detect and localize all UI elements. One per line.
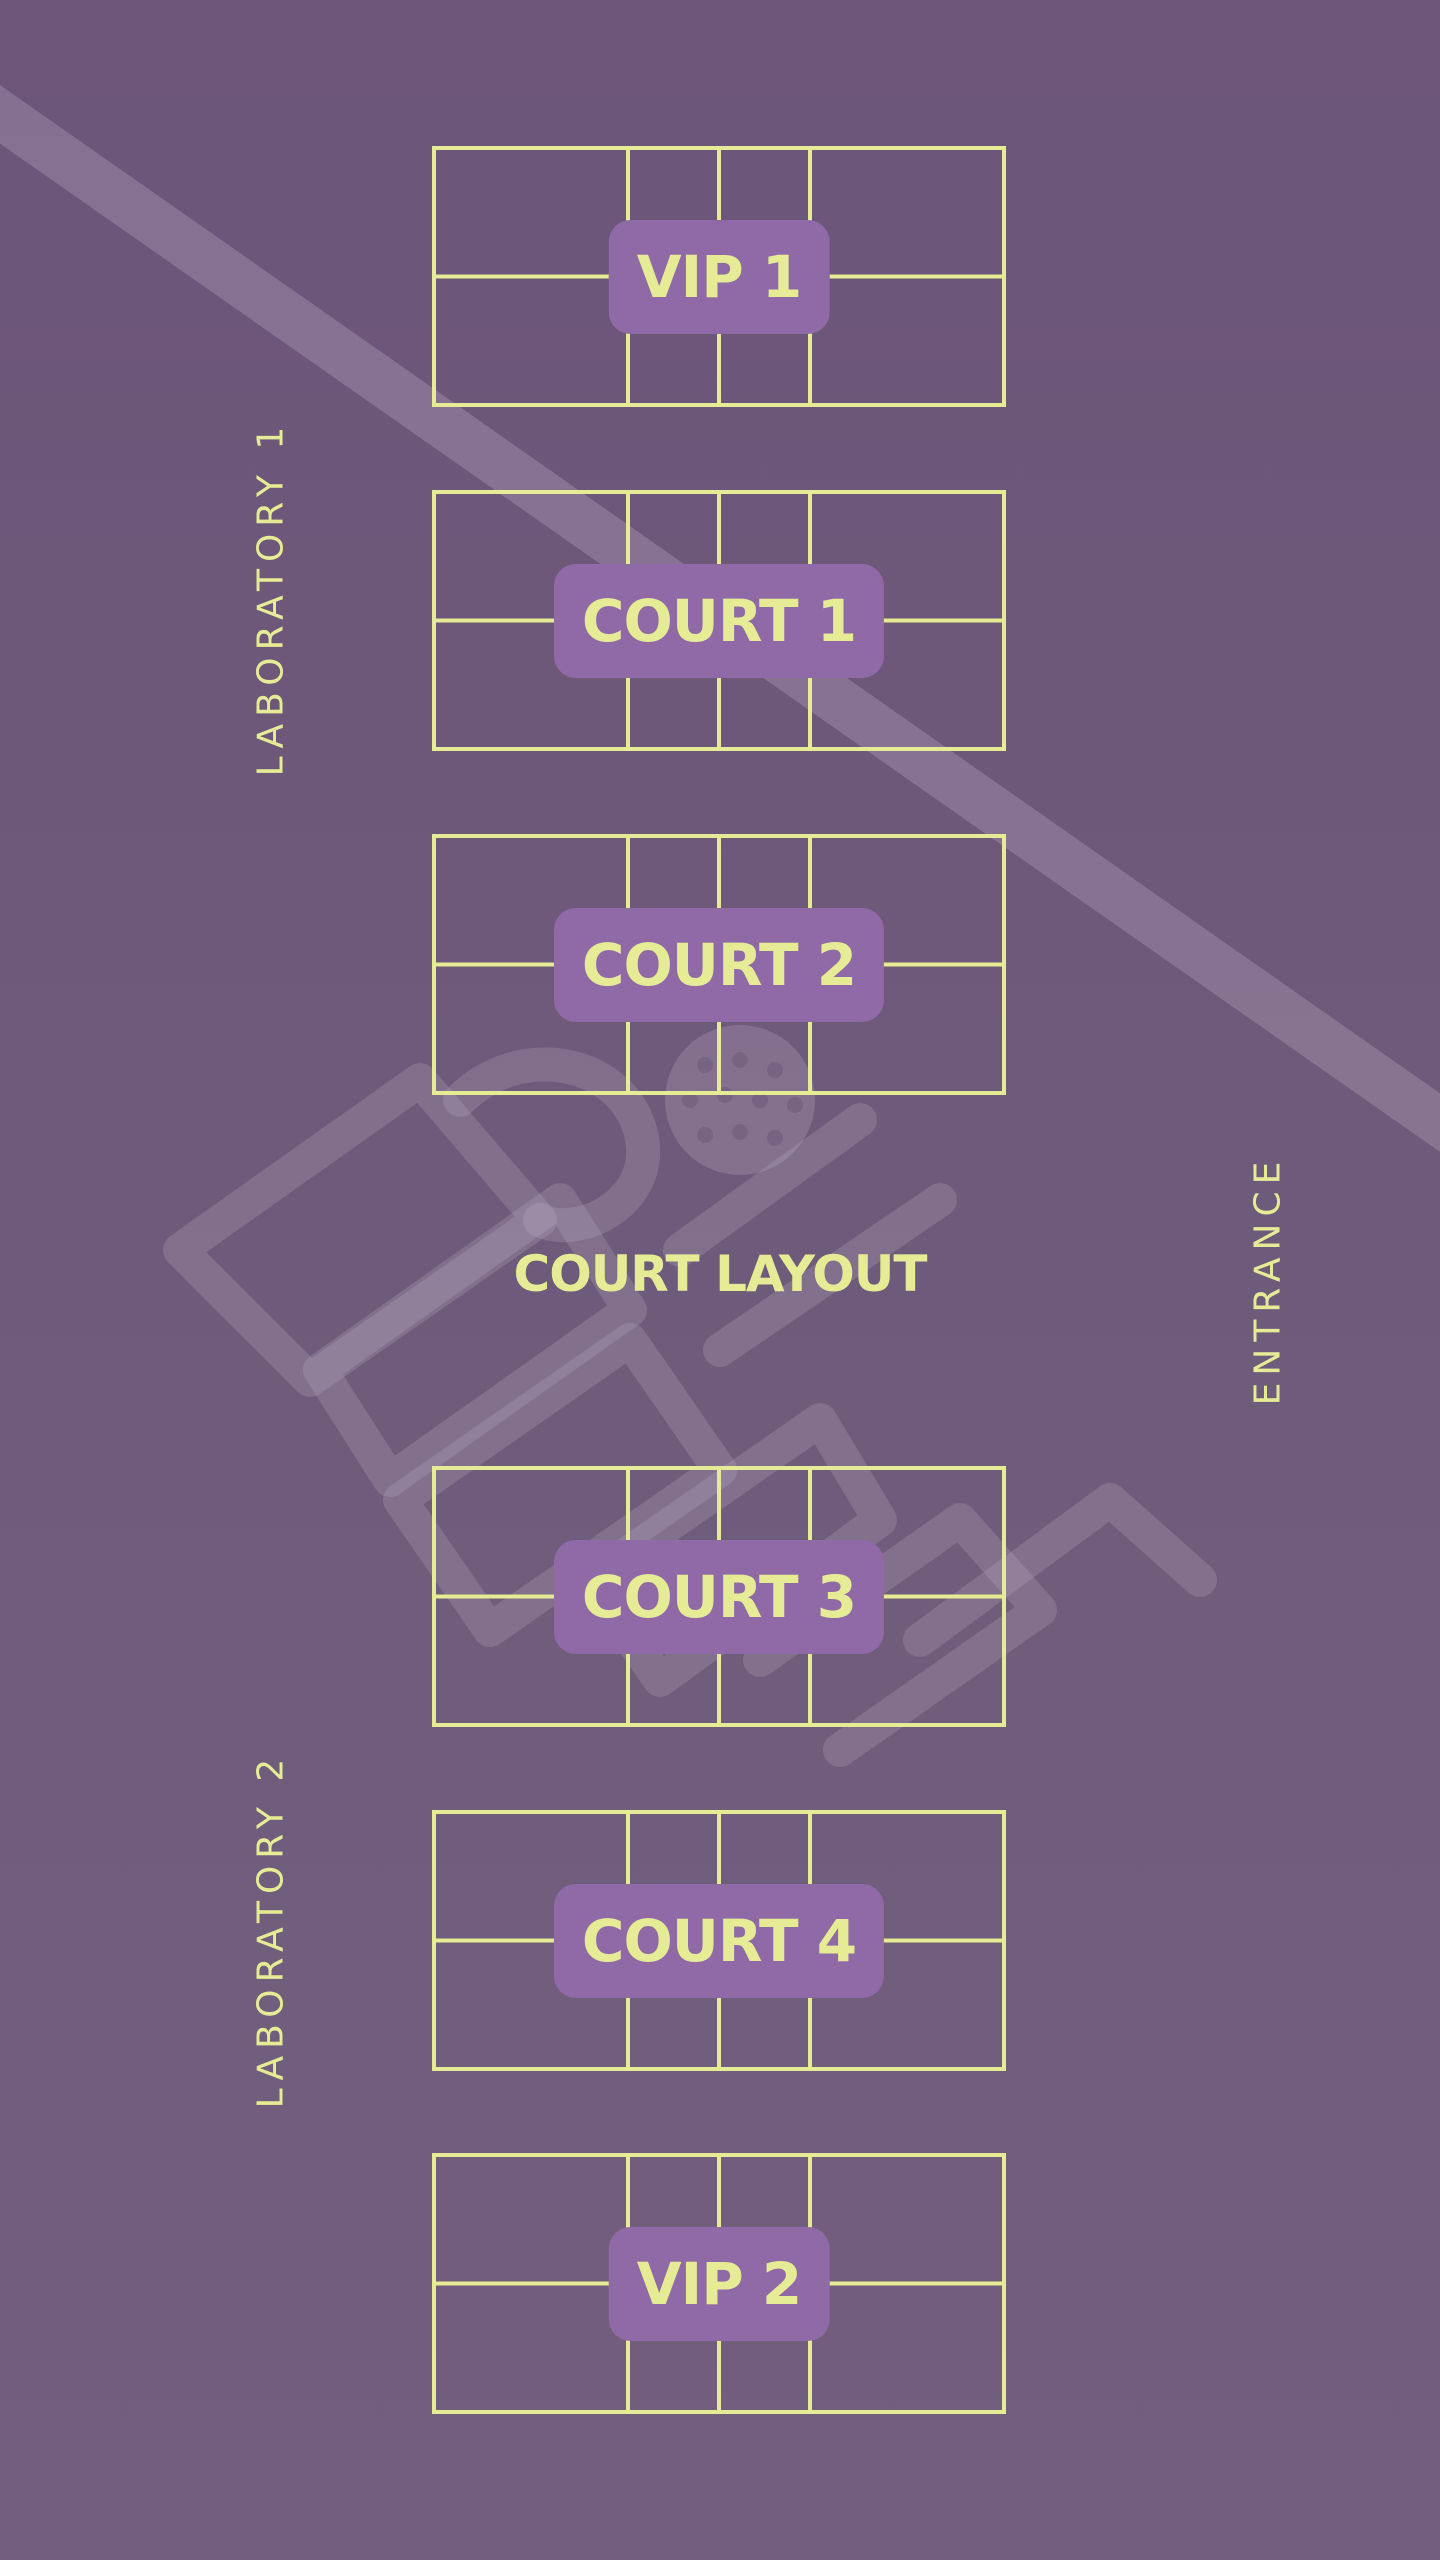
court-3: COURT 3 <box>432 1466 1006 1727</box>
laboratory-2-label: LABORATORY 2 <box>250 1751 292 2109</box>
court-1: COURT 1 <box>432 490 1006 751</box>
court-2: COURT 2 <box>432 834 1006 1095</box>
court-label: COURT 3 <box>553 1539 885 1654</box>
court-vip-2: VIP 2 <box>432 2153 1006 2414</box>
page-title: COURT LAYOUT <box>513 1245 928 1303</box>
entrance-label: ENTRANCE <box>1247 1154 1289 1406</box>
court-label: VIP 1 <box>608 219 830 334</box>
court-label: COURT 4 <box>553 1883 885 1998</box>
court-label: VIP 2 <box>608 2226 830 2341</box>
court-vip-1: VIP 1 <box>432 146 1006 407</box>
court-label: COURT 1 <box>553 563 885 678</box>
pickleball-court-icon <box>432 2153 1006 2414</box>
court-4: COURT 4 <box>432 1810 1006 2071</box>
laboratory-1-label: LABORATORY 1 <box>250 419 292 777</box>
court-label: COURT 2 <box>553 907 885 1022</box>
